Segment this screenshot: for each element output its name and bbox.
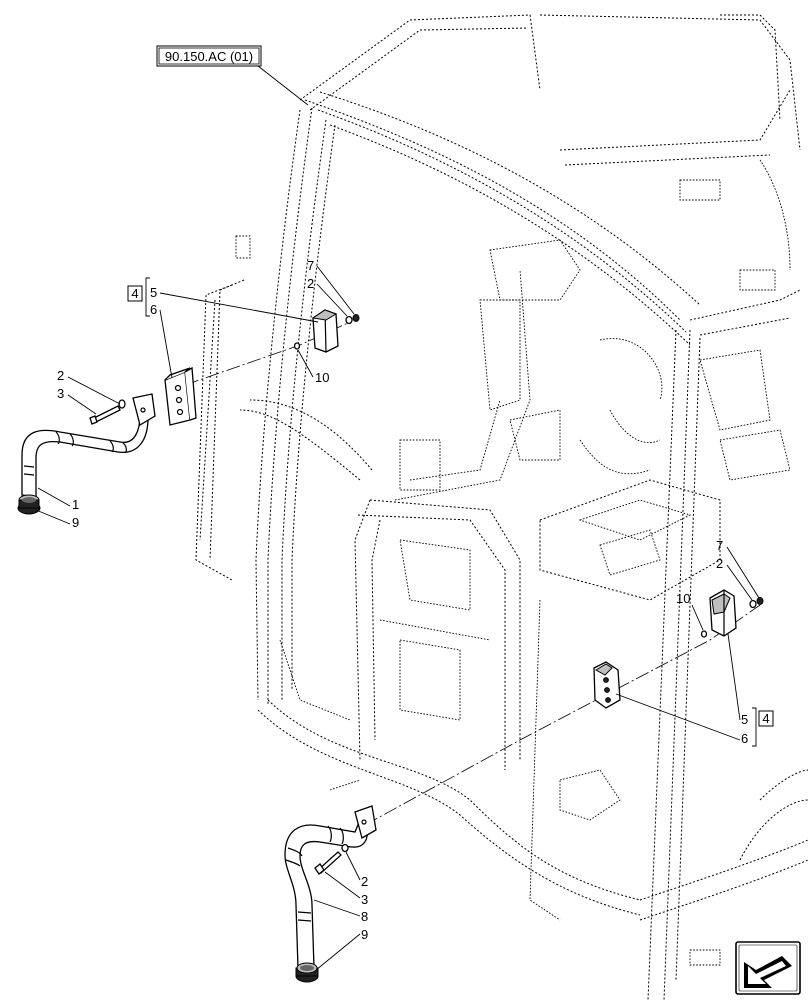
bolt-lower-left bbox=[314, 851, 342, 875]
callout-7: 7 bbox=[716, 538, 723, 553]
callouts-lower-left: 2 3 8 9 bbox=[313, 851, 368, 971]
callout-5: 5 bbox=[150, 285, 157, 300]
mount-bracket-lower bbox=[593, 661, 621, 709]
callout-2: 2 bbox=[361, 874, 368, 889]
callout-2: 2 bbox=[57, 368, 64, 383]
callout-3: 3 bbox=[361, 892, 368, 907]
callout-10: 10 bbox=[676, 591, 690, 606]
washer-lower-left bbox=[341, 843, 349, 853]
callouts-upper-mid: 7 2 10 bbox=[297, 258, 355, 385]
sleeve-upper bbox=[311, 309, 339, 353]
group-number: 4 bbox=[762, 711, 769, 726]
washer-upper-mid bbox=[345, 314, 360, 325]
callouts-lower-right: 7 2 10 bbox=[676, 538, 760, 631]
spacer-lower-right bbox=[700, 630, 708, 638]
bolt-hole-icon bbox=[140, 407, 146, 413]
callout-9: 9 bbox=[72, 515, 79, 530]
group-bracket-upper: 4 5 6 bbox=[127, 277, 319, 379]
sleeve-lower bbox=[709, 589, 737, 637]
cab-frame-phantom bbox=[195, 14, 808, 1000]
callout-6: 6 bbox=[150, 302, 157, 317]
alignment-axes bbox=[184, 321, 761, 826]
callout-3: 3 bbox=[57, 386, 64, 401]
end-cap-upper bbox=[17, 494, 41, 515]
callout-1: 1 bbox=[72, 497, 79, 512]
group-number: 4 bbox=[131, 286, 138, 301]
spacer-upper-mid bbox=[293, 342, 301, 350]
washer-upper-left bbox=[118, 399, 126, 409]
washer-lower-right bbox=[749, 597, 764, 609]
callout-6: 6 bbox=[741, 731, 748, 746]
end-cap-lower bbox=[295, 962, 319, 983]
reference-callout[interactable]: 90.150.AC (01) bbox=[156, 45, 309, 106]
callout-8: 8 bbox=[361, 909, 368, 924]
mount-bracket-upper bbox=[164, 366, 197, 426]
grab-handle-upper bbox=[21, 393, 156, 498]
reference-code[interactable]: 90.150.AC (01) bbox=[165, 49, 253, 64]
group-bracket-lower: 5 6 4 bbox=[615, 633, 774, 747]
callouts-upper-left: 2 3 1 9 bbox=[35, 368, 121, 530]
callout-10: 10 bbox=[315, 370, 329, 385]
callout-5: 5 bbox=[741, 712, 748, 727]
callout-9: 9 bbox=[361, 927, 368, 942]
callout-2: 2 bbox=[716, 556, 723, 571]
next-page-arrow-icon[interactable] bbox=[735, 941, 801, 995]
bolt-upper-left bbox=[89, 405, 121, 425]
callout-7: 7 bbox=[307, 258, 314, 273]
callout-2: 2 bbox=[307, 276, 314, 291]
grab-handle-lower bbox=[284, 805, 377, 969]
